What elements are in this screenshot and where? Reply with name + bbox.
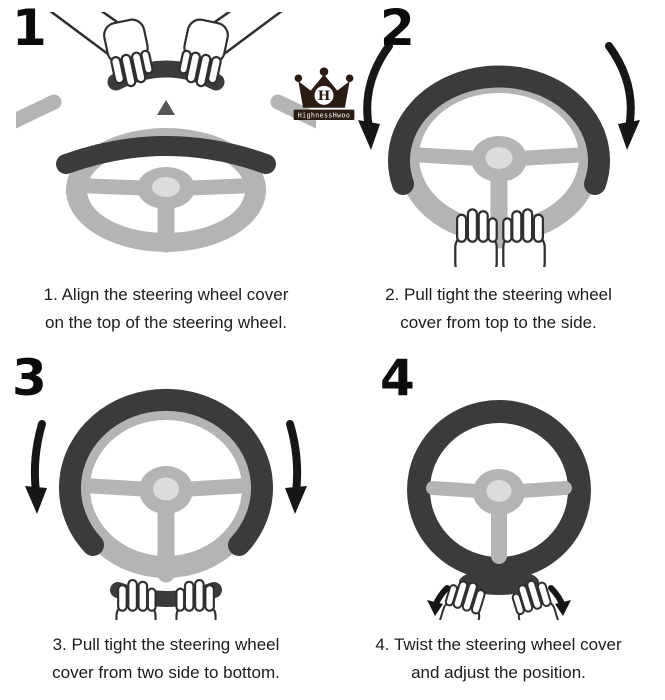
step-1-illustration: [16, 12, 316, 253]
caption-line: and adjust the position.: [411, 663, 586, 683]
logo-letter: H: [318, 89, 331, 104]
caption-line: cover from two side to bottom.: [52, 663, 280, 683]
caption-line: 3. Pull tight the steering wheel: [52, 635, 280, 655]
step-4-caption: 4. Twist the steering wheel cover and ad…: [375, 631, 621, 687]
cover-band: [59, 388, 273, 556]
step-2-number: 2: [380, 0, 415, 57]
pull-arrows: [357, 42, 640, 150]
align-arrow-icon: [157, 100, 175, 115]
pull-arrows: [25, 420, 307, 514]
step-4-number: 4: [380, 349, 415, 407]
step-2-illustration: [357, 42, 640, 267]
step-3-panel: 3 3. P: [0, 350, 332, 700]
caption-line: 2. Pull tight the steering wheel: [385, 285, 612, 305]
step-4-panel: 4 4. Twist th: [332, 350, 665, 700]
step-1-panel: 1: [0, 0, 332, 350]
step-1-number: 1: [12, 0, 47, 57]
caption-line: 4. Twist the steering wheel cover: [375, 635, 622, 655]
caption-line: cover from top to the side.: [400, 313, 597, 333]
arms: [49, 12, 283, 62]
step-2-panel: 2 2. Pull tig: [332, 0, 665, 350]
caption-line: 1. Align the steering wheel cover: [43, 285, 289, 305]
brand-logo: H HighnessHwoo: [293, 67, 355, 121]
step-2-caption: 2. Pull tight the steering wheel cover f…: [385, 281, 612, 337]
cover-band: [56, 136, 276, 174]
step-1-caption: 1. Align the steering wheel cover on the…: [44, 281, 289, 337]
crown-icon: [294, 67, 354, 108]
step-3-illustration: [25, 388, 307, 620]
step-4-illustration: [406, 400, 591, 620]
logo-banner: [293, 109, 355, 121]
step-3-caption: 3. Pull tight the steering wheel cover f…: [52, 631, 280, 687]
hands: [100, 16, 232, 91]
logo-name: HighnessHwoo: [298, 112, 350, 120]
step-3-number: 3: [12, 349, 47, 407]
twist-arrows: [426, 585, 571, 616]
steering-wheel-covered: [406, 400, 591, 580]
steering-wheel: [68, 398, 264, 583]
steering-wheel: [396, 71, 601, 249]
cover-band: [387, 65, 610, 195]
caption-line: on the top of the steering wheel.: [45, 313, 287, 333]
